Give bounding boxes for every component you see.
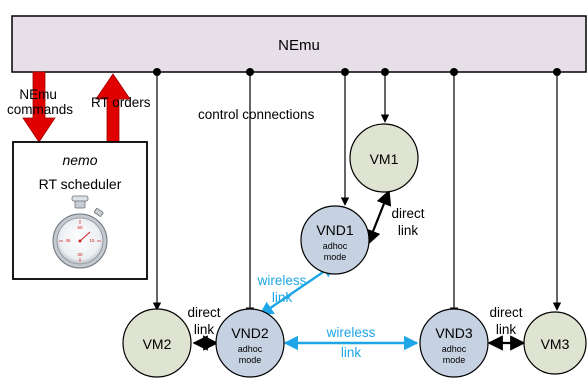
rt-orders-arrow <box>95 73 131 143</box>
control-connections-label: control connections <box>198 107 315 122</box>
svg-text:45: 45 <box>65 238 71 243</box>
vnd3-label: VND3 <box>435 325 473 341</box>
vm2-label: VM2 <box>143 336 172 352</box>
vnd2-label: VND2 <box>231 325 269 341</box>
nemu-bar-label: NEmu <box>278 37 320 54</box>
wireless-link-vnd2-vnd1 <box>258 263 337 316</box>
nemu-commands-line-1: NEmu <box>19 87 57 102</box>
stopwatch-icon: 60 15 30 45 <box>52 195 108 269</box>
nemu-commands-label: NEmu commands <box>7 87 73 117</box>
vnd1-label: VND1 <box>316 222 354 238</box>
direct-link-vnd1-vm1 <box>365 189 392 246</box>
nemo-scheduler-box: nemo RT scheduler 60 15 30 45 <box>12 141 148 280</box>
svg-text:15: 15 <box>89 238 95 243</box>
vm2-node: VM2 <box>122 308 192 378</box>
vm3-node: VM3 <box>523 311 587 375</box>
svg-text:30: 30 <box>77 252 83 257</box>
control-connections <box>152 72 562 316</box>
vm3-label: VM3 <box>541 336 570 352</box>
nemu-commands-line-2: commands <box>7 102 73 117</box>
svg-text:60: 60 <box>77 225 83 230</box>
control-connection-dots <box>153 68 561 76</box>
rt-orders-label: RT orders <box>91 95 151 110</box>
nemu-bar: NEmu <box>11 15 587 73</box>
nemo-subtitle: RT scheduler <box>39 176 122 192</box>
nemu-commands-arrow <box>22 71 56 143</box>
vm1-node: VM1 <box>349 123 419 193</box>
nemo-title: nemo <box>62 152 97 168</box>
vm1-label: VM1 <box>370 151 399 167</box>
